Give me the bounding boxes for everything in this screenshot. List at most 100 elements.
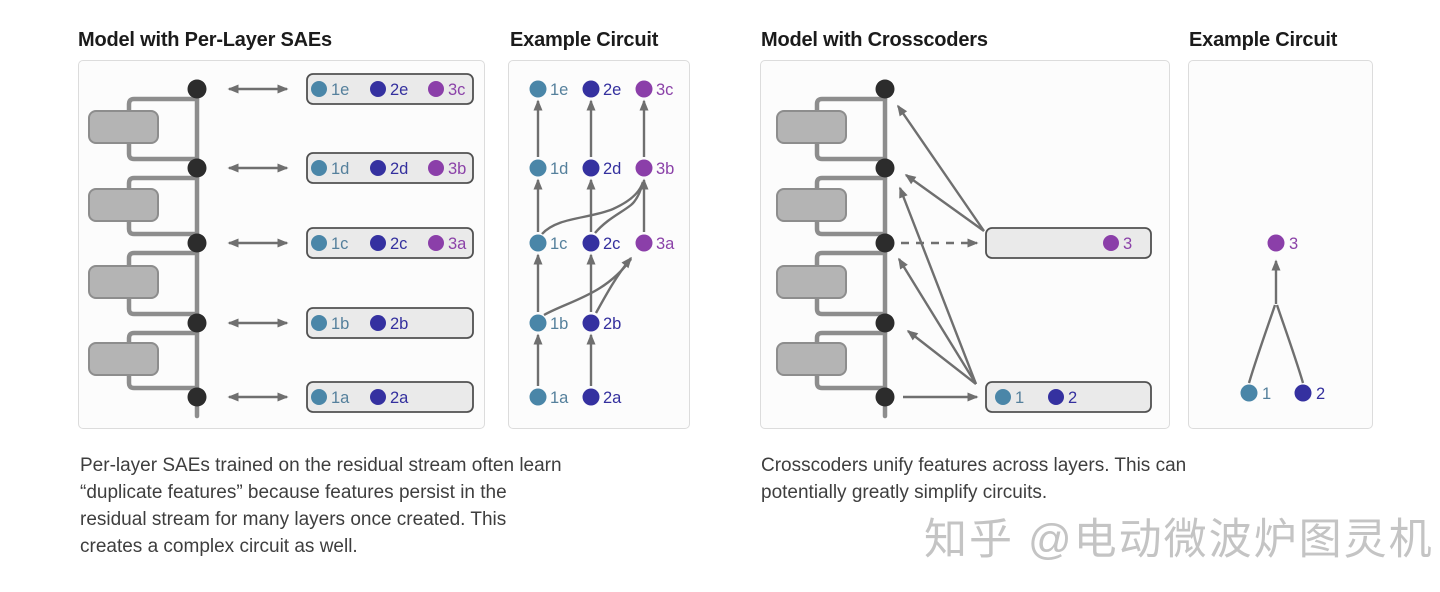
layer-block — [776, 342, 847, 376]
circuit-node-label: 1c — [550, 235, 567, 253]
circuit-node — [1240, 384, 1258, 402]
layer-connector — [126, 330, 200, 391]
circuit-node — [635, 80, 653, 98]
feature-label: 3 — [1123, 235, 1132, 253]
feature-dot — [428, 81, 444, 97]
feature-dot — [311, 160, 327, 176]
circuit-node — [529, 234, 547, 252]
stream-node-dot — [875, 158, 895, 178]
layer-block — [88, 188, 159, 222]
title-left-circuit: Example Circuit — [510, 29, 659, 51]
circuit-node-label: 1b — [550, 315, 568, 333]
circuit-row-3: 1c 2c 3a — [529, 234, 675, 253]
layer-connector — [814, 175, 888, 237]
caption-left: Per-layer SAEs trained on the residual s… — [80, 452, 562, 560]
title-left-model: Model with Per-Layer SAEs — [78, 29, 332, 51]
circuit-edge-1c-3b — [541, 181, 645, 235]
circuit-node-label: 3 — [1289, 235, 1298, 253]
feature-dot — [311, 389, 327, 405]
feature-label: 2e — [390, 81, 408, 99]
sae-box — [306, 227, 474, 259]
circuit-node — [582, 314, 600, 332]
feature-label: 1b — [331, 315, 349, 333]
stream-node-dot — [187, 79, 207, 99]
feature-label: 2d — [390, 160, 408, 178]
feature-dot — [1048, 389, 1064, 405]
feature-label: 1e — [331, 81, 349, 99]
caption-line: “duplicate features” because features pe… — [80, 482, 507, 503]
circuit-node-label: 1e — [550, 81, 568, 99]
circuit-node-label: 2a — [603, 389, 622, 407]
feature-dot — [370, 389, 386, 405]
layer-connector — [126, 175, 200, 237]
caption-line: potentially greatly simplify circuits. — [761, 482, 1048, 503]
circuit-node-label: 3c — [656, 81, 673, 99]
layer-connector — [126, 96, 200, 162]
write-arrow — [898, 186, 978, 385]
circuit-node-label: 2c — [603, 235, 620, 253]
circuit-node-label: 2d — [603, 160, 621, 178]
feature-dot — [311, 81, 327, 97]
right-model-diagram: 3 1 2 — [776, 79, 1152, 419]
feature-label: 1 — [1015, 389, 1024, 407]
feature-label: 1c — [331, 235, 348, 253]
right-circuit-panel: 3 1 2 — [1188, 60, 1373, 429]
feature-label: 3c — [448, 81, 465, 99]
circuit-edge-2-3 — [1275, 304, 1305, 384]
feature-label: 2a — [390, 389, 409, 407]
left-model-diagram: 1e 2e 3c 1d 2d 3b 1c 2c 3a 1b 2b 1a 2a — [88, 73, 474, 419]
feature-dot — [995, 389, 1011, 405]
layer-block — [776, 265, 847, 299]
crosscoder-box-bottom: 1 2 — [985, 381, 1152, 413]
feature-label: 2b — [390, 315, 408, 333]
circuit-node — [529, 159, 547, 177]
write-arrow — [897, 104, 985, 232]
circuit-node — [582, 388, 600, 406]
sae-box — [306, 307, 474, 339]
feature-dot — [370, 81, 386, 97]
circuit-node-label: 1d — [550, 160, 568, 178]
layer-connector — [126, 250, 200, 317]
layer-block — [88, 110, 159, 144]
circuit-node — [582, 80, 600, 98]
watermark: 知乎 @电动微波炉图灵机 — [924, 516, 1434, 564]
circuit-row-2: 1d 2d 3b — [529, 159, 674, 178]
circuit-node-label: 1a — [550, 389, 569, 407]
sae-box-row-2: 1d 2d 3b — [306, 152, 474, 184]
circuit-node-label: 2b — [603, 315, 621, 333]
circuit-node — [1267, 234, 1285, 252]
layer-block — [88, 265, 159, 299]
left-circuit-panel: 1e 2e 3c 1d 2d 3b 1c 2c 3a 1b 2b 1a 2a — [508, 60, 690, 429]
stream-node-dot — [187, 158, 207, 178]
layer-block — [88, 342, 159, 376]
sae-box-row-1: 1e 2e 3c — [306, 73, 474, 105]
circuit-node — [635, 159, 653, 177]
title-right-model: Model with Crosscoders — [761, 29, 988, 51]
stream-node-dot — [875, 313, 895, 333]
feature-dot — [1103, 235, 1119, 251]
circuit-node — [582, 159, 600, 177]
stream-node-dot — [187, 313, 207, 333]
left-model-panel: 1e 2e 3c 1d 2d 3b 1c 2c 3a 1b 2b 1a 2a — [78, 60, 485, 429]
crosscoder-box-top: 3 — [985, 227, 1152, 259]
circuit-node — [635, 234, 653, 252]
feature-dot — [311, 315, 327, 331]
circuit-node — [529, 80, 547, 98]
right-model-panel: 3 1 2 — [760, 60, 1170, 429]
stream-node-dot — [875, 387, 895, 407]
sae-box-row-5: 1a 2a — [306, 381, 474, 413]
layer-block — [776, 110, 847, 144]
feature-label: 1a — [331, 389, 350, 407]
circuit-row-4: 1b 2b — [529, 314, 621, 333]
left-circuit-diagram: 1e 2e 3c 1d 2d 3b 1c 2c 3a 1b 2b 1a 2a — [529, 80, 675, 407]
circuit-node — [582, 234, 600, 252]
feature-dot — [370, 315, 386, 331]
feature-label: 3a — [448, 235, 467, 253]
circuit-edge-1b-3a — [543, 258, 632, 317]
circuit-node-label: 3b — [656, 160, 674, 178]
caption-line: creates a complex circuit as well. — [80, 536, 358, 557]
sae-box-row-4: 1b 2b — [306, 307, 474, 339]
feature-label: 2c — [390, 235, 407, 253]
sae-box — [306, 381, 474, 413]
sae-box — [306, 152, 474, 184]
